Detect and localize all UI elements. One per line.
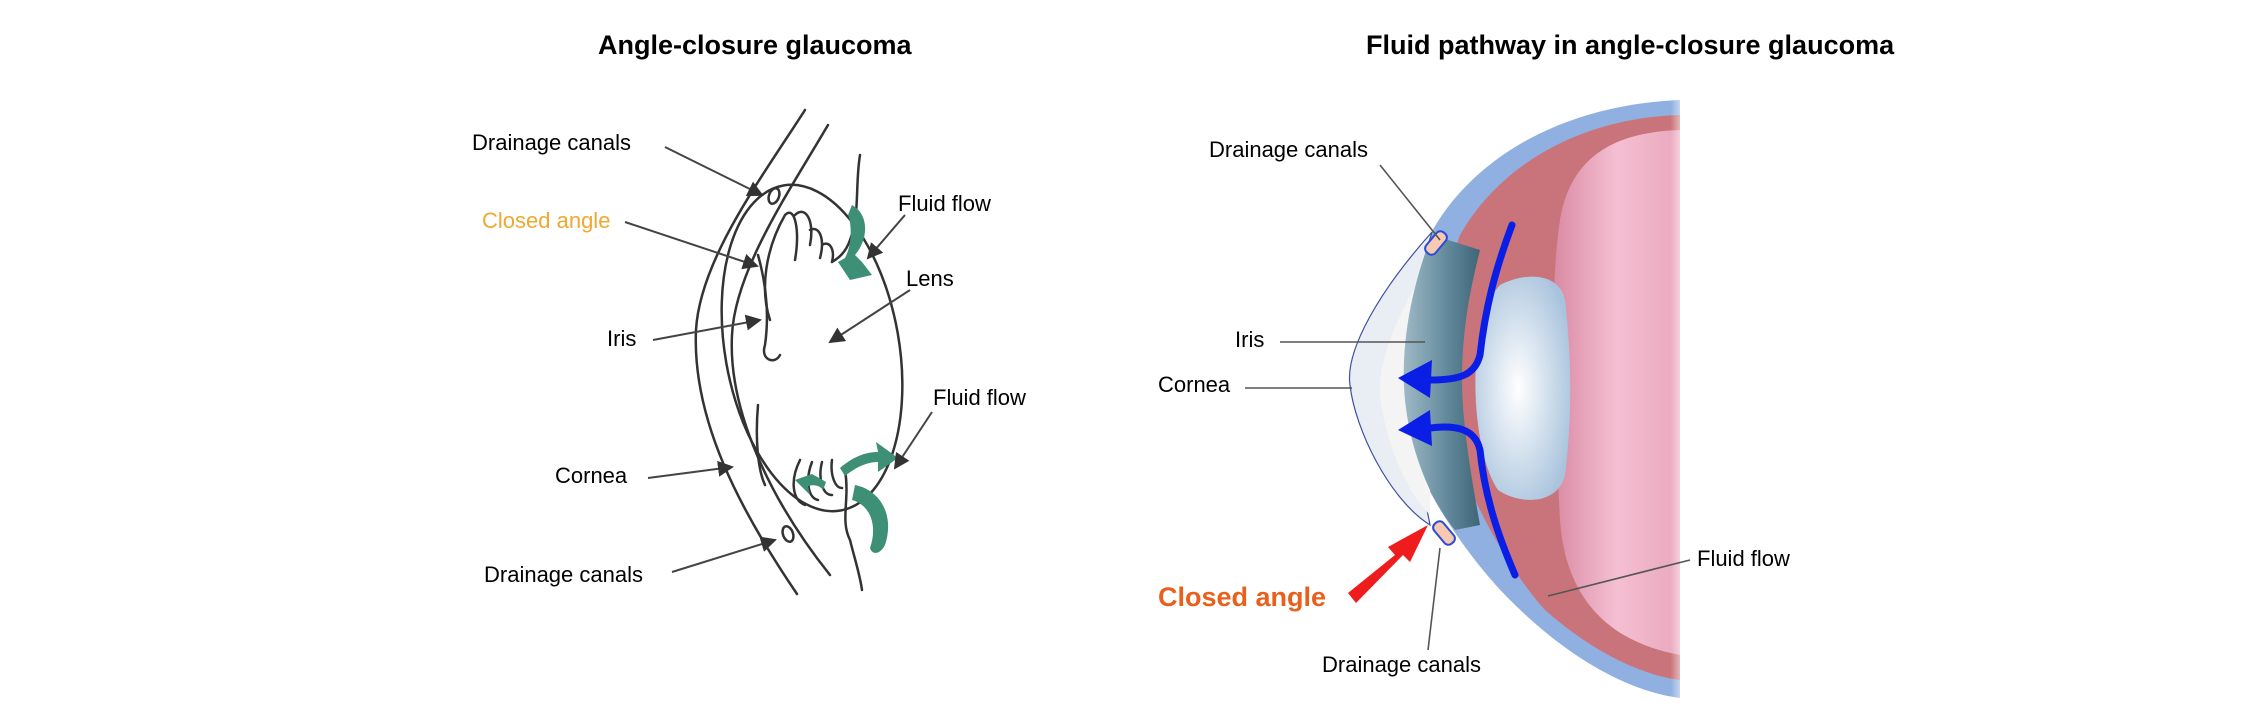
leader-drainage-canals-top (664, 146, 764, 196)
leader-closed-angle (624, 221, 759, 270)
leader-fluid-flow-bottom (893, 411, 933, 470)
label-closed-angle-right: Closed angle (1158, 582, 1327, 612)
leader-lens (828, 289, 911, 344)
leader-iris (652, 314, 762, 341)
leader-drainage-canals-bottom (671, 536, 777, 573)
label-fluid-flow-bottom-left: Fluid flow (933, 385, 1026, 410)
left-panel-title: Angle-closure glaucoma (598, 30, 912, 60)
label-drainage-canals-top-right: Drainage canals (1209, 137, 1368, 162)
label-drainage-canals-bottom-right: Drainage canals (1322, 652, 1481, 677)
label-drainage-canals-bottom-left: Drainage canals (484, 562, 643, 587)
flow-arrowhead-lower (1398, 410, 1432, 446)
drainage-canal-bottom (1432, 520, 1456, 546)
iris-outline (756, 253, 782, 362)
flow-arrow-upper (1426, 221, 1516, 384)
label-fluid-flow-right: Fluid flow (1697, 546, 1790, 571)
ciliary-folds-top (763, 153, 862, 322)
leader-cornea (647, 460, 734, 479)
label-closed-angle-left: Closed angle (482, 208, 611, 233)
cornea-inner-line (730, 123, 832, 577)
label-cornea-left: Cornea (555, 463, 628, 488)
label-cornea-right: Cornea (1158, 372, 1231, 397)
drainage-canal-bottom (781, 525, 795, 543)
label-lens-left: Lens (906, 266, 954, 291)
flow-arrow-lower (1426, 423, 1519, 579)
right-panel-title: Fluid pathway in angle-closure glaucoma (1366, 30, 1895, 60)
label-iris-right: Iris (1235, 327, 1265, 352)
label-drainage-canals-top-left: Drainage canals (472, 130, 631, 155)
lens (1475, 276, 1571, 500)
iris-lower-outline (755, 403, 767, 487)
flow-arrow-bottom-left (795, 474, 826, 495)
drainage-canal-top (1424, 230, 1448, 256)
closed-angle-arrow (1348, 525, 1428, 603)
label-fluid-flow-top-left: Fluid flow (898, 191, 991, 216)
flow-arrow-bottom-curve (852, 485, 889, 553)
leader-drainage-canals-top-right (1379, 164, 1441, 241)
leader-fluid-flow-top (866, 214, 906, 260)
flow-arrowhead-upper (1398, 360, 1432, 398)
label-iris-left: Iris (607, 326, 637, 351)
leader-drainage-canals-bottom-right (1427, 547, 1441, 651)
leader-fluid-flow-right (1547, 559, 1691, 597)
flow-arrow-top (838, 205, 872, 280)
lens-outline (720, 183, 904, 513)
flow-arrow-bottom-right (840, 442, 898, 476)
